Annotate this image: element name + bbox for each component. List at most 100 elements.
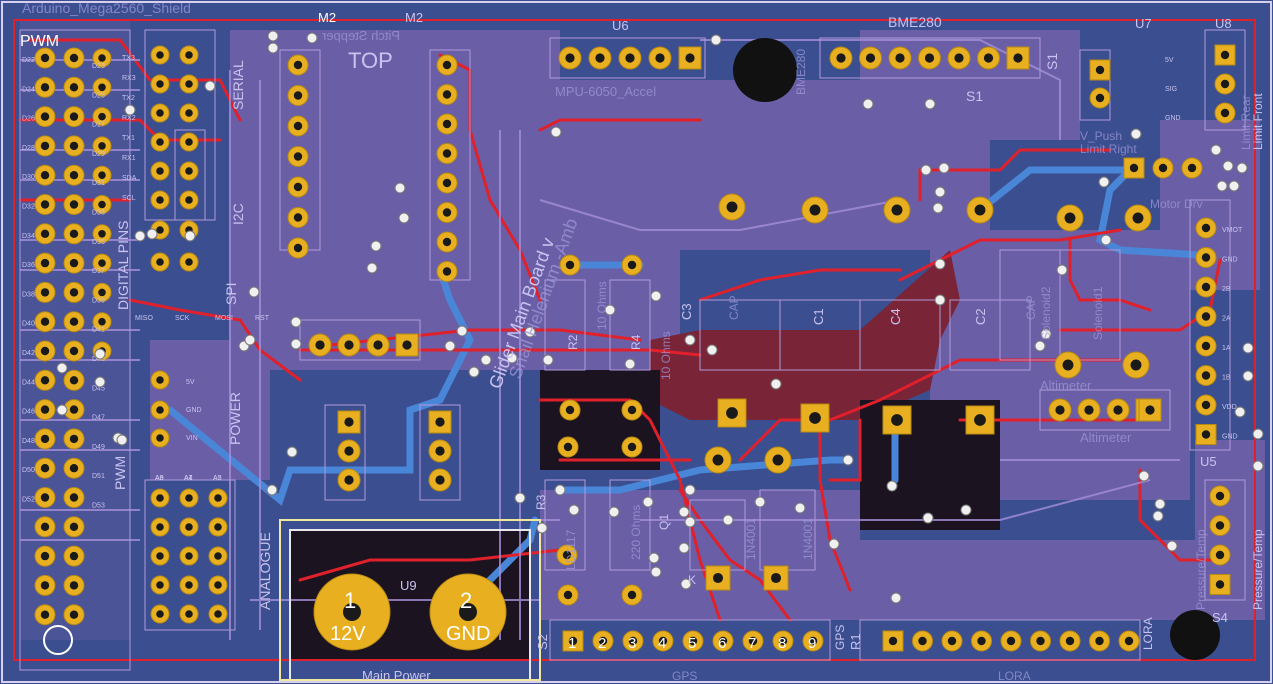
res-220-label: 220 Ohms	[629, 505, 643, 560]
conn-gnd: GND	[446, 623, 490, 645]
mega-left-pad	[34, 457, 56, 479]
via	[934, 186, 946, 198]
u8-pad	[1214, 44, 1236, 66]
gps-header-pad	[742, 630, 764, 652]
motor-pin-label: GND	[1222, 257, 1238, 264]
u7-pad	[1089, 87, 1111, 109]
mega-pin-label: D34	[22, 233, 35, 240]
serial-pad	[179, 103, 199, 123]
mpu-header-pad	[558, 46, 582, 70]
mega-left-pad	[34, 487, 56, 508]
stepper-right-pad	[436, 202, 458, 223]
gps-pin-number: 2	[598, 635, 606, 652]
via	[184, 230, 196, 242]
resistor-pad	[556, 544, 578, 566]
via	[604, 304, 616, 316]
limit-right-label: Limit Right	[1080, 142, 1137, 156]
c1-label: C1	[811, 308, 826, 325]
s2-label: S2	[535, 634, 550, 650]
serial-pad	[179, 190, 199, 210]
via	[842, 454, 854, 466]
altimeter-pad	[1048, 398, 1072, 422]
altimeter-pad-square	[1138, 398, 1162, 422]
mega-left-pad	[34, 281, 56, 303]
c2-label: C2	[973, 308, 988, 325]
serial-pad	[150, 132, 170, 152]
mega-left-pad	[34, 369, 56, 391]
vias	[56, 30, 1264, 604]
motor-pin-label: 2B	[1222, 286, 1231, 293]
pwm-label: PWM	[20, 33, 59, 50]
mega-pin-label: D48	[22, 438, 35, 445]
mega-right-pad	[63, 457, 85, 479]
lora-header-pad	[912, 630, 933, 652]
mpu-header-pad	[618, 46, 642, 70]
mega-left-pad	[34, 194, 56, 215]
diode-pad-square	[705, 565, 731, 591]
via	[932, 202, 944, 214]
capacitor-pad	[883, 196, 911, 224]
motor-pin-label: 2A	[1222, 316, 1231, 323]
mpu-label: MPU-6050_Accel	[555, 84, 656, 99]
via	[1154, 498, 1166, 510]
mega-pwm-pad	[92, 224, 112, 244]
mega-pin-label: D32	[22, 204, 35, 211]
mega-right-pad	[63, 311, 85, 333]
via	[290, 338, 302, 350]
header-3pin-pad	[428, 439, 452, 463]
pressure-temp-label: Pressure/Temp	[1251, 529, 1265, 610]
via	[890, 592, 902, 604]
u8-pin-label: SIG	[1165, 86, 1177, 93]
via	[1252, 428, 1264, 440]
ohms-v-label: 10 Ohms	[595, 281, 609, 330]
resistor-pad	[621, 584, 643, 606]
header-3pin-pad	[428, 410, 452, 434]
mega-headers: D22D24D26D28D30D32D34D36D38D40D42D44D46D…	[22, 45, 270, 626]
via	[1138, 470, 1150, 482]
motor-pin-label: 1B	[1222, 375, 1231, 382]
mega-pwm-pad	[92, 107, 112, 127]
resistor-pad	[557, 436, 579, 458]
cap-label: CAP	[727, 295, 741, 320]
via	[1034, 340, 1046, 352]
analog-pin-label: A1	[184, 475, 193, 482]
diode-label: 1N4001	[744, 518, 758, 560]
serial-pin-label: SCL	[122, 195, 136, 202]
power-pad	[150, 428, 170, 448]
bme-header-pad	[859, 46, 882, 70]
mega-left-pad	[34, 252, 56, 274]
gps-header-pad	[562, 630, 584, 652]
spi-pad	[179, 252, 199, 272]
via	[924, 98, 936, 110]
power-pad	[150, 370, 170, 390]
u9-label: U9	[400, 578, 417, 593]
header-3pin-pad	[337, 468, 361, 492]
lora-header-pad	[1030, 630, 1051, 652]
board-title: Arduino_Mega2560_Shield	[22, 0, 191, 16]
capacitor-pad	[1122, 351, 1150, 379]
mega-left-pad	[34, 428, 56, 450]
motor-pin-label: GND	[1222, 434, 1238, 441]
spi-pin-label: MOSI	[215, 315, 233, 322]
via	[678, 506, 690, 518]
mega-left-pad	[34, 604, 56, 626]
ohms-label: 10 Ohms	[659, 331, 673, 380]
stepper-left-pad	[287, 237, 309, 259]
mpu-header-pad	[648, 46, 672, 70]
spi-pin-label: SCK	[175, 315, 190, 322]
via	[514, 492, 526, 504]
limit-header-pad	[1152, 157, 1174, 179]
via	[1216, 180, 1228, 192]
mega-pin-label: D36	[22, 262, 35, 269]
via	[1152, 510, 1164, 522]
via	[828, 538, 840, 550]
spi-label: SPI	[223, 282, 239, 305]
via	[1242, 370, 1254, 382]
conn-1-num: 1	[344, 588, 356, 613]
stepper-right-pad	[436, 54, 458, 76]
mega-pin-label: D26	[22, 116, 35, 123]
serial-pad	[179, 74, 199, 94]
via	[920, 164, 932, 176]
conn-2-num: 2	[460, 588, 472, 613]
